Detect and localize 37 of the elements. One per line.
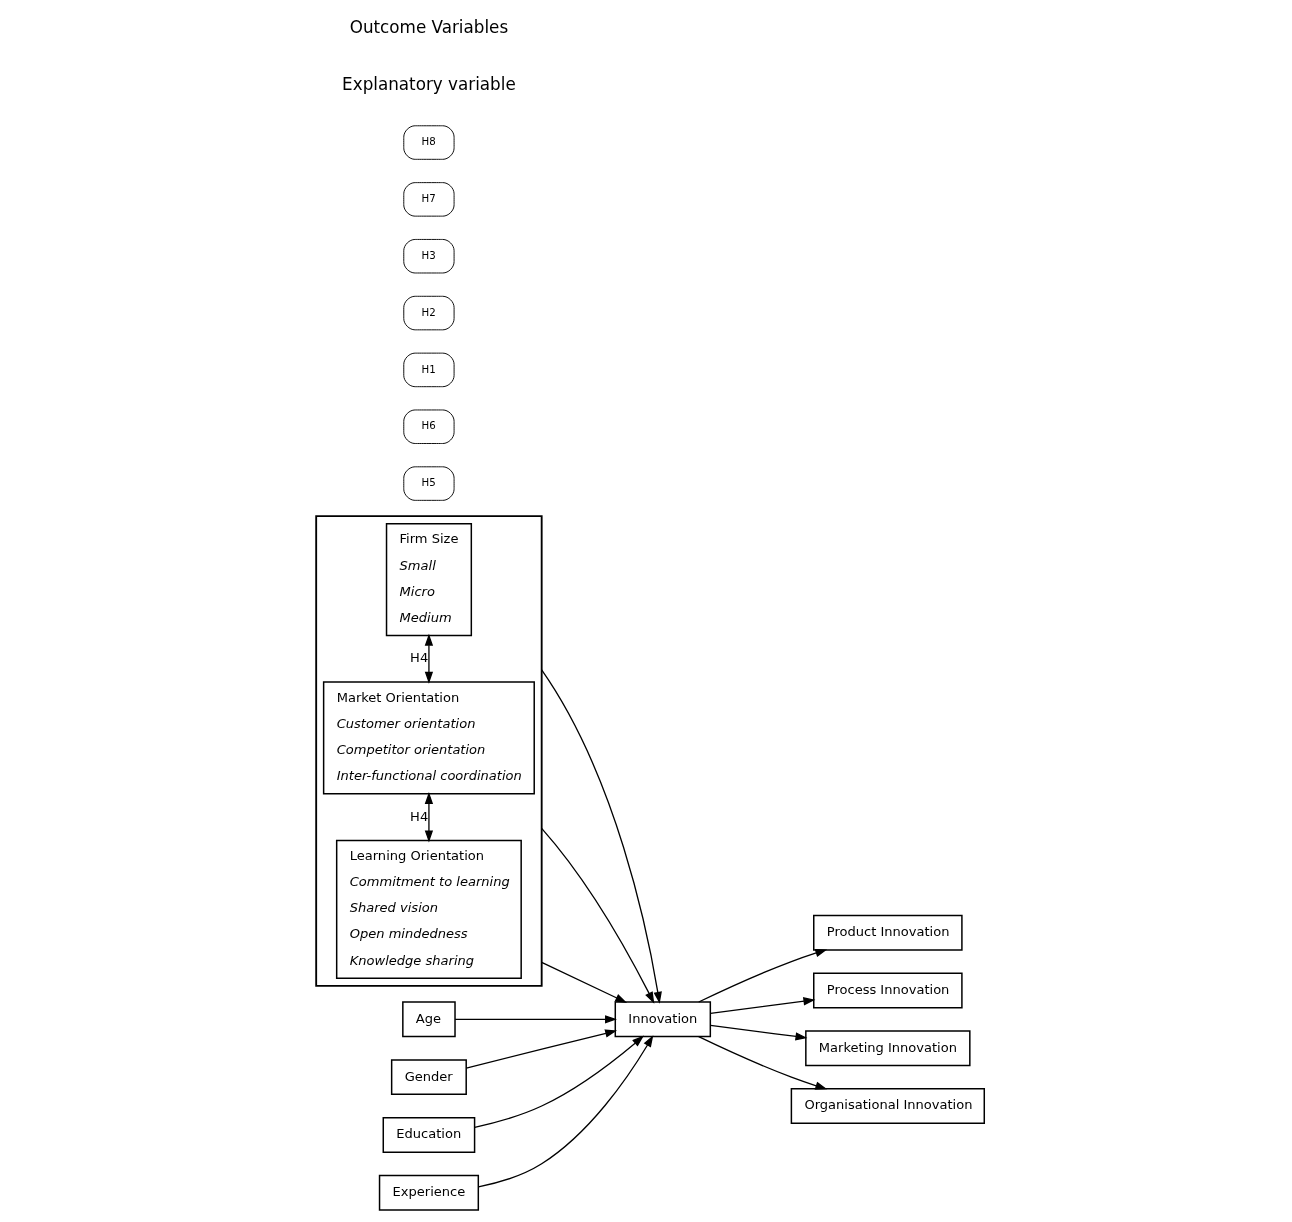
- node-box: Innovation: [614, 1001, 711, 1038]
- node-box: Marketing Innovation: [804, 1030, 971, 1067]
- node-box: H2: [402, 295, 455, 331]
- arrow: [709, 1024, 807, 1041]
- arrow: [454, 1015, 617, 1024]
- node-box: Firm Size Small Micro Medium: [385, 522, 472, 637]
- arrow: [697, 1036, 827, 1090]
- arrow: [540, 669, 662, 1004]
- arrow: [465, 1029, 617, 1069]
- node-box: Market Orientation Customer orientation Competitor orientation Inter-functional coordination: [322, 681, 535, 795]
- node-box: Education: [382, 1116, 475, 1153]
- node-box: Organisational Innovation: [790, 1088, 985, 1124]
- node-box: Process Innovation: [812, 972, 963, 1009]
- arrow: [709, 997, 815, 1014]
- arrow: [424, 791, 433, 843]
- node-box: H3: [402, 239, 455, 274]
- edge-label: H4: [409, 650, 428, 666]
- node-box: Product Innovation: [812, 914, 963, 951]
- node-box: Age: [401, 1001, 456, 1038]
- node-box: Gender: [390, 1059, 467, 1096]
- node-box: H7: [402, 182, 455, 217]
- label: Explanatory variable: [341, 73, 516, 94]
- node-box: H5: [402, 466, 455, 501]
- cluster: [314, 515, 543, 987]
- arrow: [424, 633, 433, 684]
- arrow: [540, 827, 654, 1004]
- node-box: H1: [402, 352, 455, 388]
- node-box: H6: [402, 409, 455, 444]
- arrow: [540, 961, 627, 1003]
- label: Outcome Variables: [349, 16, 508, 37]
- node-box: H8: [402, 125, 455, 160]
- arrow: [477, 1035, 653, 1188]
- node-box: Learning Orientation Commitment to learning Shared vision Open mindedness Knowledge sharing: [335, 839, 522, 980]
- node-box: Experience: [378, 1174, 479, 1211]
- arrow: [697, 949, 827, 1003]
- edge-label: H4: [409, 808, 428, 824]
- arrow: [473, 1035, 644, 1128]
